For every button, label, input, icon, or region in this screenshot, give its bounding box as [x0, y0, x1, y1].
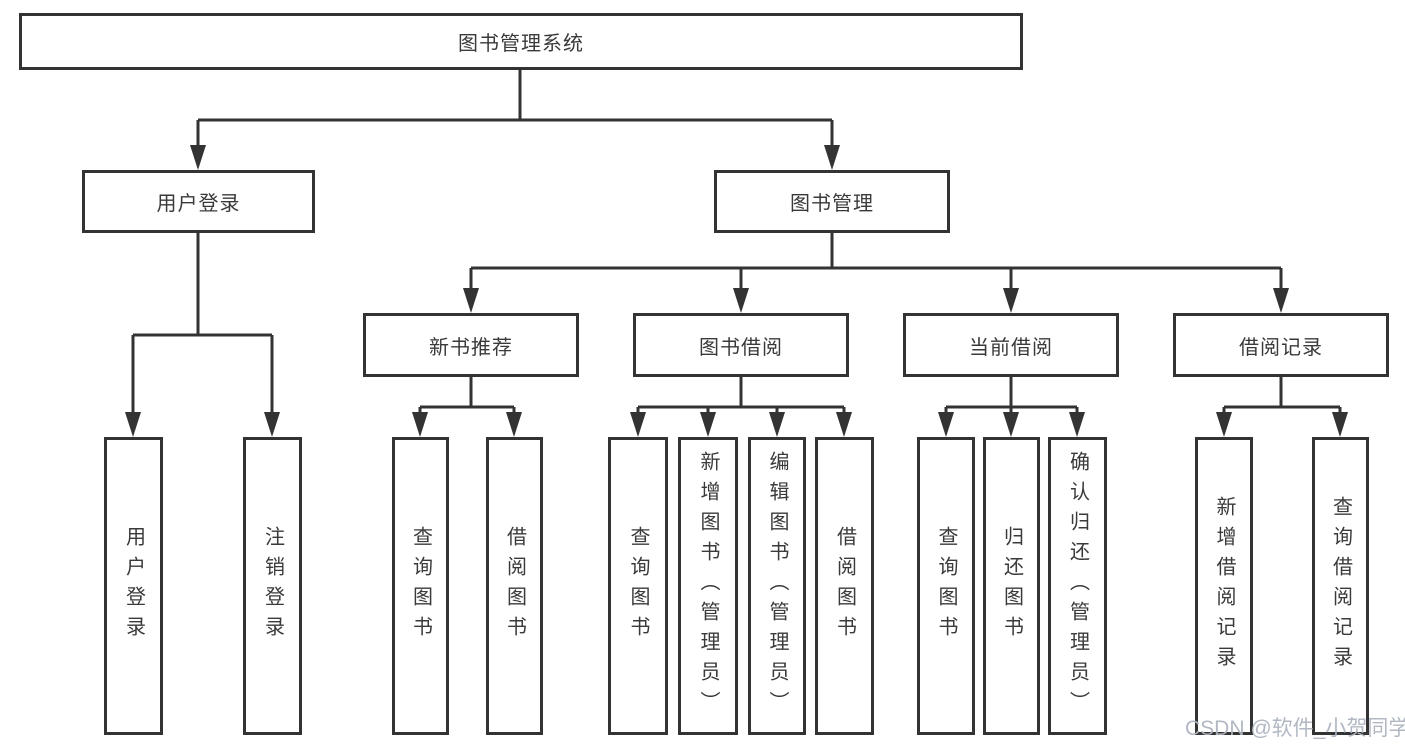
node-label: 当前借阅 — [969, 336, 1053, 359]
leaf-label: 借阅图书 — [833, 526, 856, 646]
group-new-book-recommendation: 新书推荐 — [363, 313, 579, 377]
arrowhead — [1003, 412, 1019, 437]
leaf-borrow-books-2: 借阅图书 — [815, 437, 874, 735]
leaf-return-books: 归还图书 — [983, 437, 1040, 735]
arrowhead — [1003, 288, 1019, 313]
arrowhead — [1332, 412, 1348, 437]
node-label: 图书管理系统 — [458, 33, 584, 55]
arrowhead — [700, 412, 716, 437]
group-current-borrowing: 当前借阅 — [903, 313, 1119, 377]
arrowhead — [412, 412, 428, 437]
leaf-label: 查询图书 — [409, 526, 432, 646]
arrowhead — [938, 412, 954, 437]
leaf-logout: 注销登录 — [243, 437, 302, 735]
arrowhead — [264, 412, 280, 437]
arrowhead — [836, 412, 852, 437]
branch-user-login: 用户登录 — [82, 170, 315, 233]
branch-book-management: 图书管理 — [714, 170, 950, 233]
leaf-label: 用户登录 — [122, 526, 145, 646]
leaf-label: 新增借阅记录 — [1213, 496, 1235, 676]
group-borrowing-records: 借阅记录 — [1173, 313, 1389, 377]
arrowhead — [1216, 412, 1232, 437]
leaf-label: 新增图书（管理员） — [697, 451, 719, 721]
node-label: 新书推荐 — [429, 336, 513, 359]
leaf-borrow-books-1: 借阅图书 — [486, 437, 543, 735]
arrowhead — [506, 412, 522, 437]
node-label: 借阅记录 — [1239, 336, 1323, 359]
leaf-label: 确认归还（管理员） — [1066, 451, 1089, 721]
leaf-add-borrow-record: 新增借阅记录 — [1195, 437, 1253, 735]
leaf-label: 借阅图书 — [503, 526, 526, 646]
leaf-label: 归还图书 — [1000, 526, 1023, 646]
leaf-label: 查询借阅记录 — [1329, 496, 1352, 676]
leaf-label: 查询图书 — [627, 526, 649, 646]
leaf-query-books-1: 查询图书 — [392, 437, 449, 735]
node-label: 图书借阅 — [699, 336, 783, 359]
arrowhead — [733, 288, 749, 313]
arrowhead — [125, 412, 141, 437]
node-label: 用户登录 — [156, 193, 241, 215]
arrowhead — [630, 412, 646, 437]
leaf-add-books-admin: 新增图书（管理员） — [678, 437, 738, 735]
leaf-query-books-2: 查询图书 — [608, 437, 668, 735]
leaf-label: 编辑图书（管理员） — [766, 451, 788, 721]
watermark: CSDN @软件_小贺同学 — [1185, 717, 1405, 740]
leaf-query-books-3: 查询图书 — [917, 437, 975, 735]
tree-edges — [131, 70, 1342, 415]
arrowhead — [824, 145, 840, 170]
node-label: 图书管理 — [790, 193, 874, 215]
leaf-edit-books-admin: 编辑图书（管理员） — [748, 437, 806, 735]
arrowhead — [1273, 288, 1289, 313]
leaf-label: 注销登录 — [261, 526, 284, 646]
leaf-query-borrow-record: 查询借阅记录 — [1312, 437, 1369, 735]
arrowhead — [1069, 412, 1085, 437]
arrowhead — [769, 412, 785, 437]
leaf-user-login: 用户登录 — [104, 437, 163, 735]
group-book-borrowing: 图书借阅 — [633, 313, 849, 377]
arrowhead — [463, 288, 479, 313]
arrowhead — [190, 145, 206, 170]
node-library-management-system: 图书管理系统 — [19, 13, 1023, 70]
leaf-confirm-return-admin: 确认归还（管理员） — [1048, 437, 1107, 735]
leaf-label: 查询图书 — [935, 526, 957, 646]
